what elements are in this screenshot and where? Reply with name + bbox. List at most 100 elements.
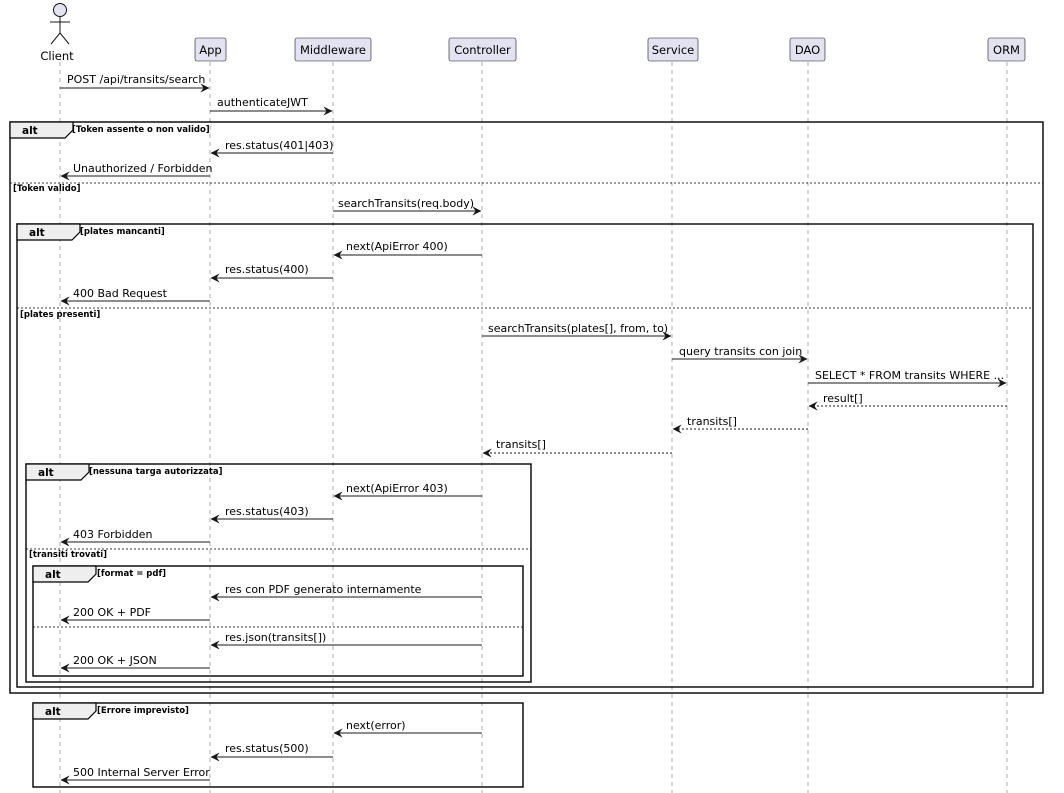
- message-label: 403 Forbidden: [73, 528, 152, 541]
- fragment-tab: [32, 565, 97, 583]
- message-label: authenticateJWT: [217, 96, 308, 109]
- participant-label-orm: ORM: [993, 43, 1020, 57]
- message: authenticateJWT: [210, 96, 333, 116]
- participant-dao: DAO: [789, 37, 826, 62]
- fragments: alt [Token assente o non valido] [Token …: [9, 121, 1044, 788]
- participant-label-controller: Controller: [454, 43, 511, 57]
- participant-label-dao: DAO: [795, 43, 820, 57]
- message-label: searchTransits(plates[], from, to): [488, 322, 668, 335]
- message: res.status(500): [210, 742, 333, 762]
- message: res.json(transits[]): [210, 631, 482, 650]
- alt-fragment-token: alt [Token assente o non valido] [Token …: [9, 121, 1044, 694]
- participant-orm: ORM: [987, 37, 1026, 62]
- lifelines: [59, 62, 1008, 793]
- message: res.status(401|403): [210, 139, 333, 158]
- message: 200 OK + PDF: [60, 606, 210, 625]
- message: searchTransits(plates[], from, to): [482, 322, 672, 341]
- fragment-else-guard: [Token valido]: [13, 184, 81, 194]
- fragment-keyword: alt: [45, 706, 61, 718]
- participant-service: Service: [647, 37, 699, 62]
- alt-fragment-errore: alt [Errore imprevisto]: [32, 702, 524, 788]
- message: next(error): [333, 719, 482, 738]
- message: 400 Bad Request: [60, 287, 210, 306]
- fragment-tab: [9, 121, 74, 139]
- message-label: query transits con join: [679, 345, 802, 358]
- message-label: 400 Bad Request: [73, 287, 168, 300]
- fragment-keyword: alt: [22, 125, 38, 137]
- fragment-else-guard: [transiti trovati]: [29, 550, 107, 560]
- fragment-tab: [25, 463, 90, 481]
- message: SELECT * FROM transits WHERE ...: [808, 369, 1007, 388]
- fragment-guard: [format = pdf]: [97, 569, 166, 579]
- message-label: result[]: [823, 392, 863, 405]
- message-label: 200 OK + JSON: [73, 654, 157, 667]
- message: transits[]: [672, 415, 808, 434]
- message: 403 Forbidden: [60, 528, 210, 547]
- message: res.status(403): [210, 505, 333, 524]
- fragment-frame: [9, 121, 1044, 694]
- message: 200 OK + JSON: [60, 654, 210, 673]
- message-label: res.json(transits[]): [225, 631, 326, 644]
- message-label: 500 Internal Server Error: [73, 766, 210, 779]
- message: 500 Internal Server Error: [60, 766, 210, 785]
- fragment-tab: [32, 702, 97, 720]
- participant-label-app: App: [199, 43, 221, 57]
- message-label: Unauthorized / Forbidden: [73, 162, 213, 175]
- message-label: res.status(400): [225, 263, 309, 276]
- message-label: transits[]: [496, 438, 546, 451]
- message-label: transits[]: [687, 415, 737, 428]
- message-label: res.status(500): [225, 742, 309, 755]
- fragment-frame: [32, 702, 524, 788]
- fragment-frame: [16, 223, 1034, 688]
- message: next(ApiError 400): [333, 240, 482, 260]
- fragment-keyword: alt: [45, 569, 61, 581]
- fragment-guard: [Errore imprevisto]: [97, 706, 189, 716]
- message-label: next(ApiError 400): [346, 240, 448, 253]
- message-label: searchTransits(req.body): [338, 197, 474, 210]
- fragment-keyword: alt: [29, 227, 45, 239]
- message-label: 200 OK + PDF: [73, 606, 151, 619]
- message: Unauthorized / Forbidden: [60, 162, 213, 181]
- actor-client: Client: [40, 3, 74, 63]
- fragment-guard: [Token assente o non valido]: [72, 125, 210, 135]
- message: searchTransits(req.body): [333, 197, 482, 216]
- message: res con PDF generato internamente: [210, 583, 482, 602]
- participant-label-service: Service: [652, 43, 695, 57]
- fragment-guard: [plates mancanti]: [80, 227, 165, 237]
- participant-app: App: [194, 37, 227, 62]
- message-label: next(error): [346, 719, 406, 732]
- message-label: next(ApiError 403): [346, 482, 448, 495]
- participant-label-middleware: Middleware: [300, 43, 366, 57]
- participant-label-client: Client: [40, 49, 74, 63]
- participant-box-middleware: [294, 37, 372, 62]
- message: next(ApiError 403): [333, 482, 482, 501]
- participant-box-service: [647, 37, 699, 62]
- fragment-frame: [32, 565, 524, 677]
- message: transits[]: [482, 438, 672, 458]
- message-label: SELECT * FROM transits WHERE ...: [815, 369, 1004, 382]
- fragment-tab: [16, 223, 81, 241]
- fragment-guard: [nessuna targa autorizzata]: [89, 467, 223, 477]
- participant-middleware: Middleware: [294, 37, 372, 62]
- message: res.status(400): [210, 263, 333, 283]
- participant-box-controller: [448, 37, 517, 62]
- message-label: res con PDF generato internamente: [225, 583, 422, 596]
- message-label: res.status(403): [225, 505, 309, 518]
- participant-controller: Controller: [448, 37, 517, 62]
- alt-fragment-plates: alt [plates mancanti] [plates presenti]: [16, 223, 1034, 688]
- fragment-keyword: alt: [38, 467, 54, 479]
- message: result[]: [808, 392, 1007, 411]
- message-label: res.status(401|403): [225, 139, 333, 152]
- participant-box-app: [194, 37, 227, 62]
- actor-icon: [50, 3, 70, 45]
- messages: POST /api/transits/search authenticateJW…: [60, 73, 1007, 785]
- message: query transits con join: [672, 345, 808, 364]
- participants: Client App Middleware Controller Service…: [40, 3, 1026, 63]
- fragment-frame: [25, 463, 532, 683]
- participant-box-orm: [987, 37, 1026, 62]
- message-label: POST /api/transits/search: [67, 73, 205, 86]
- alt-fragment-format: alt [format = pdf]: [32, 565, 524, 677]
- participant-box-dao: [789, 37, 826, 62]
- message: POST /api/transits/search: [60, 73, 210, 93]
